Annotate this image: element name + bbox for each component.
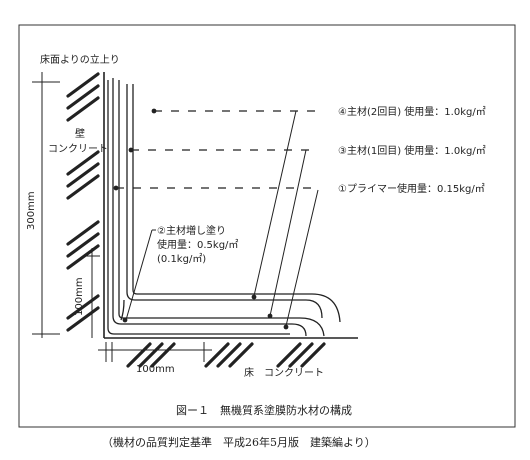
leader-lines [125, 110, 319, 327]
leader-dots [113, 108, 289, 330]
callout-extra-coat-usage: 使用量：0.5kg/㎡ [157, 238, 238, 251]
source-note: （機材の品質判定基準 平成26年5月版 建築編より） [102, 435, 376, 449]
wall-rise-label: 床面よりの立上り [40, 53, 120, 66]
figure-frame [18, 24, 516, 428]
dimension-corner-horizontal [98, 342, 212, 362]
wall-concrete-label-line2: コンクリート [48, 143, 108, 155]
callout-main-1st: ③主材(1回目) 使用量：1.0kg/㎡ [338, 144, 486, 157]
coating-layers [107, 78, 341, 337]
layer-extra-fillet [120, 299, 125, 321]
floor-concrete [104, 337, 358, 368]
dimension-corner-vertical [84, 248, 100, 338]
callout-primer: ①プライマー使用量：0.15kg/㎡ [338, 182, 485, 195]
dimension-wall-height [32, 72, 60, 338]
figure-caption: 図ー１ 無機質系塗膜防水材の構成 [176, 403, 352, 417]
wall-concrete [66, 72, 105, 338]
dimension-corner-vertical-label: 100mm [74, 277, 85, 316]
layer-main-1st-outer [118, 80, 325, 337]
callout-extra-coat-title: ②主材増し塗り [157, 224, 226, 237]
callout-extra-coat-sub: (0.1kg/㎡) [157, 253, 206, 265]
callout-main-2nd: ④主材(2回目) 使用量：1.0kg/㎡ [338, 105, 486, 118]
floor-concrete-label: 床 コンクリート [244, 366, 324, 379]
layer-main-2nd [126, 84, 323, 319]
layer-primer [107, 80, 290, 335]
wall-concrete-label-line1: 壁 [75, 127, 85, 140]
layer-main-2nd-outer [132, 84, 341, 323]
layer-main-1st [112, 78, 307, 337]
dimension-corner-horizontal-label: 100mm [136, 364, 175, 375]
dimension-wall-height-label: 300mm [26, 191, 37, 230]
